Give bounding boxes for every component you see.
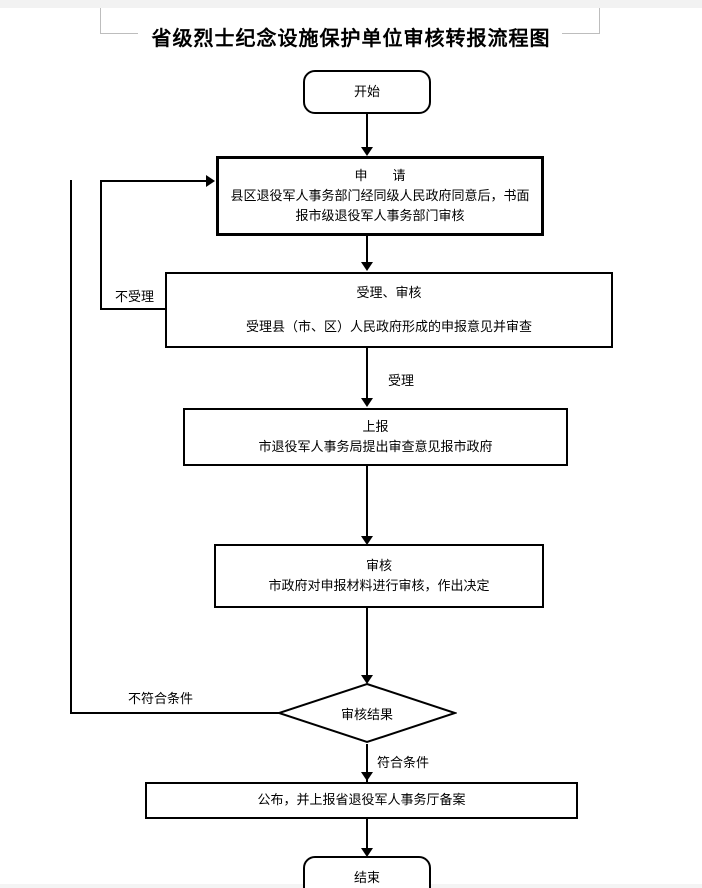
flow-node-report-up-heading: 上报 [362,418,389,434]
arrow-examine-to-decision [361,675,373,684]
connector-not-accepted-to-apply [100,180,210,182]
arrow-report-to-examine [361,536,373,545]
flow-node-examine-heading: 审核 [365,557,392,573]
edge-label-accepted: 受理 [386,370,417,389]
flow-node-start-label: 开始 [353,83,380,99]
arrow-start-to-apply [361,147,373,156]
edge-label-not-qualified: 不符合条件 [126,688,196,707]
arrow-not-accepted-to-apply [206,175,215,187]
flow-node-apply-heading: 申 请 [354,167,412,183]
connector-apply-to-accept [366,236,368,264]
flow-node-decision: 审核结果 [277,682,457,744]
connector-accept-to-report [366,348,368,400]
arrow-accept-to-report [361,398,373,407]
flow-node-accept-review: 受理、审核 受理县（市、区）人民政府形成的申报意见并审查 [165,272,613,348]
connector-decision-to-publish [366,744,368,782]
flow-node-report-up-body: 市退役军人事务局提出审查意见报市政府 [258,439,493,454]
connector-report-to-examine [366,466,368,538]
flow-node-publish-label: 公布，并上报省退役军人事务厅备案 [257,792,466,808]
connector-start-to-apply [366,114,368,150]
edge-label-qualified: 符合条件 [375,752,432,771]
connector-not-accepted-horizontal [100,308,165,310]
connector-examine-to-decision [366,608,368,678]
flow-node-start: 开始 [303,70,431,114]
flow-node-examine-body: 市政府对申报材料进行审核，作出决定 [268,578,490,593]
flow-node-publish: 公布，并上报省退役军人事务厅备案 [145,782,578,819]
flow-node-end-label: 结束 [353,869,380,885]
connector-not-accepted-vertical [100,180,102,310]
page-margin-mark-top-right [562,8,600,34]
connector-publish-to-end [366,819,368,853]
flow-node-end: 结束 [303,856,431,888]
flow-node-accept-review-body: 受理县（市、区）人民政府形成的申报意见并审查 [245,319,532,334]
page-title: 省级烈士纪念设施保护单位审核转报流程图 [151,26,551,50]
connector-not-qualified-vertical [70,180,72,714]
flow-node-apply-body: 县区退役军人事务部门经同级人民政府同意后，书面报市级退役军人事务部门审核 [230,187,530,224]
flow-node-accept-review-heading: 受理、审核 [356,284,422,300]
flow-node-report-up: 上报 市退役军人事务局提出审查意见报市政府 [183,408,568,466]
arrow-publish-to-end [361,848,373,857]
arrow-apply-to-accept [361,262,373,271]
flow-node-examine: 审核 市政府对申报材料进行审核，作出决定 [214,544,544,608]
arrow-decision-to-publish [361,772,373,781]
edge-label-not-accepted: 不受理 [113,286,157,305]
connector-not-qualified-horizontal [70,712,279,714]
flow-node-decision-label: 审核结果 [340,706,393,722]
flow-node-apply: 申 请 县区退役军人事务部门经同级人民政府同意后，书面报市级退役军人事务部门审核 [216,156,544,236]
window-top-strip [0,0,702,8]
page-margin-mark-top-left [100,8,138,34]
